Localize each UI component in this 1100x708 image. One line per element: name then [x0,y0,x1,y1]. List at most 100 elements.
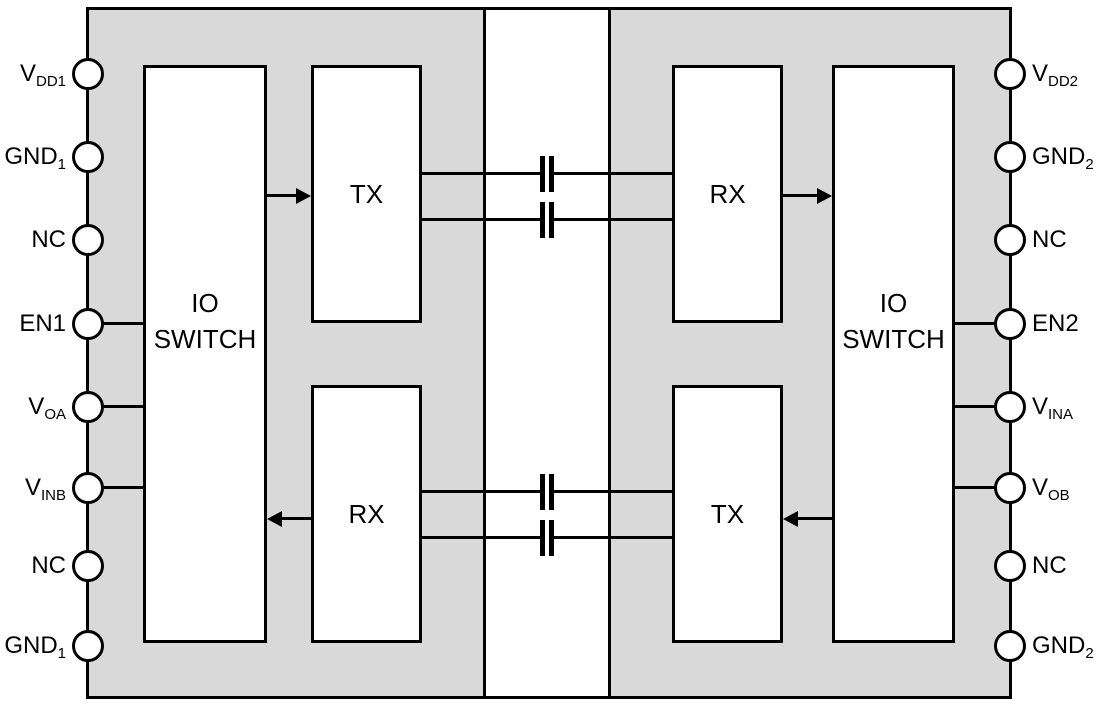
capacitor-symbol [540,474,545,510]
pin-label-sub: 1 [57,645,66,662]
io-switch-left-line2: SWITCH [153,324,257,354]
arrow-line [796,517,832,520]
pin-label-base: GND [1032,632,1086,659]
pin-label-base: NC [1032,226,1067,253]
top-channel-line1-left [422,172,540,175]
pin-label-sub: OA [44,406,66,423]
pin-circle-en1 [72,308,104,340]
tx-left-block: TX [311,65,422,323]
pin-circle-vob [994,472,1026,504]
pin-label-vob: VOB [1032,472,1100,504]
pin-label-base: NC [1032,552,1067,579]
arrow-line [783,194,819,197]
tx-right-block: TX [672,385,783,643]
arrow-right-icon [296,188,311,204]
pin-label-sub: DD1 [35,73,66,90]
pin-label-base: V [1032,393,1049,420]
io-switch-left-line1: IO [191,288,219,318]
pin-label-nc-right-top: NC [1032,224,1100,256]
pin-label-vina: VINA [1032,391,1100,423]
pin-label-vinb: VINB [0,472,66,504]
pin-circle-vinb [72,472,104,504]
pin-circle-en2 [994,308,1026,340]
pin-circle-vdd1 [72,58,104,90]
bottom-channel-line1-right [554,490,672,493]
capacitor-symbol [540,520,545,556]
pin-label-base: V [24,474,41,501]
arrow-left-icon [267,511,282,527]
bottom-channel-line2-right [554,536,672,539]
top-channel-line1-right [554,172,672,175]
tx-left-label: TX [349,179,384,209]
io-switch-right-line2: SWITCH [842,324,945,354]
capacitor-symbol [549,156,554,192]
pin-circle-voa [72,391,104,423]
top-channel-line2-left [422,218,540,221]
pin-circle-gnd2-top [994,141,1026,173]
en1-stub-line [90,322,143,325]
pin-label-vdd2: VDD2 [1032,58,1100,90]
pin-label-sub: 2 [1085,156,1094,173]
rx-left-label: RX [348,499,385,529]
pin-label-en2: EN2 [1032,308,1100,340]
pin-label-gnd1-bottom: GND1 [0,630,66,662]
arrow-line [280,517,311,520]
pin-label-sub: 2 [1085,645,1094,662]
pin-label-base: V [28,393,45,420]
pin-label-base: EN1 [19,310,66,337]
io-switch-left-label: IO SWITCH [154,285,257,357]
io-switch-right-label: IO SWITCH [842,285,945,357]
capacitor-symbol [549,520,554,556]
pin-label-base: EN2 [1032,310,1079,337]
capacitor-symbol [549,202,554,238]
isolation-barrier [483,10,611,696]
pin-label-sub: DD2 [1048,73,1079,90]
arrow-left-icon [783,511,798,527]
en2-stub-line [955,322,1008,325]
pin-circle-vdd2 [994,58,1026,90]
vinb-stub-line [90,486,143,489]
pin-label-base: GND [1032,143,1086,170]
capacitor-symbol [540,202,545,238]
arrow-line [267,194,300,197]
pin-label-base: NC [31,552,66,579]
pin-label-nc-left-bottom: NC [0,550,66,582]
vina-stub-line [955,405,1008,408]
pin-circle-gnd2-bottom [994,630,1026,662]
pin-circle-nc-right-top [994,224,1026,256]
pin-label-sub: OB [1048,487,1070,504]
io-switch-right-block: IO SWITCH [832,65,955,643]
vob-stub-line [955,486,1008,489]
pin-label-gnd2-top: GND2 [1032,141,1100,173]
top-channel-line2-right [554,218,672,221]
pin-label-vdd1: VDD1 [0,58,66,90]
rx-right-block: RX [672,65,783,323]
pin-label-gnd2-bottom: GND2 [1032,630,1100,662]
rx-right-label: RX [709,179,746,209]
capacitor-symbol [540,156,545,192]
pin-label-base: V [1032,474,1049,501]
pin-label-base: GND [4,143,58,170]
pin-label-gnd1-top: GND1 [0,141,66,173]
pin-label-nc-left-top: NC [0,224,66,256]
pin-circle-gnd1-bottom [72,630,104,662]
pin-label-nc-right-bottom: NC [1032,550,1100,582]
pin-label-base: GND [4,632,58,659]
bottom-channel-line2-left [422,536,540,539]
pin-circle-nc-left-top [72,224,104,256]
bottom-channel-line1-left [422,490,540,493]
arrow-right-icon [817,188,832,204]
pin-label-sub: 1 [57,156,66,173]
pin-label-base: V [19,60,36,87]
capacitor-symbol [549,474,554,510]
io-switch-right-line1: IO [879,288,908,318]
voa-stub-line [90,405,143,408]
pin-label-sub: INB [40,487,66,504]
io-switch-left-block: IO SWITCH [143,65,267,643]
pin-label-sub: INA [1048,406,1074,423]
pin-label-base: V [1032,60,1049,87]
tx-right-label: TX [710,499,745,529]
pin-label-base: NC [31,226,66,253]
pin-circle-nc-right-bottom [994,550,1026,582]
pin-circle-nc-left-bottom [72,550,104,582]
